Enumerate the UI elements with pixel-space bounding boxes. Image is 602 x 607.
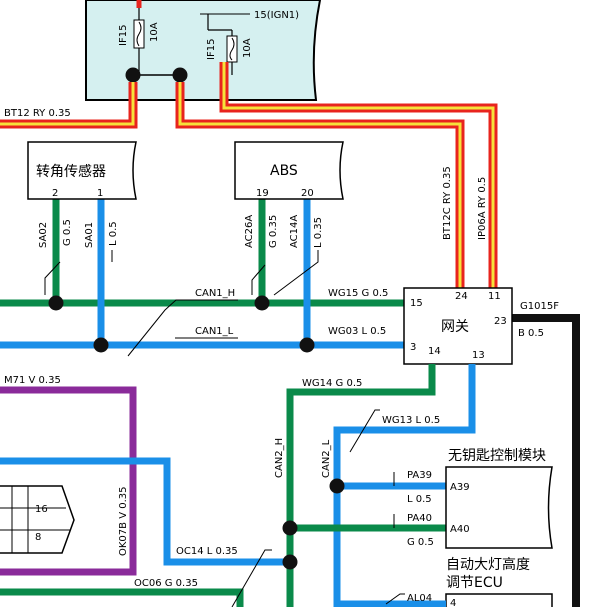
wire-label-can2h: CAN2_H [274,438,285,478]
fuse-splice-node-right [172,67,188,83]
headlamp-ecu-box [445,593,553,607]
wire-spec-ac14a: L 0.35 [313,217,324,248]
wire-label-sa01: SA01 [84,222,95,248]
keyless-pin-a40: A40 [450,524,470,535]
wire-label-oc06: OC06 G 0.35 [134,578,198,589]
steering-sensor-title: 转角传感器 [36,163,106,180]
ground-wire [512,314,580,607]
gateway-pin-15: 15 [410,298,423,309]
fuse1-name: IF15 [118,25,129,46]
fuse2-element [229,37,235,61]
gateway-pin-23: 23 [494,316,507,327]
wire-label-sa02: SA02 [38,222,49,248]
wire-label-oc14: OC14 L 0.35 [176,546,238,557]
gateway-box [403,287,513,365]
gateway-pin-11: 11 [488,291,501,302]
wire-label-bt12c: BT12C RY 0.35 [442,166,453,240]
steering-sensor-box [27,141,137,200]
wire-label-b05: B 0.5 [518,328,544,339]
gateway-pin-14: 14 [428,346,441,357]
splice-node [48,295,64,311]
wire-label-ac26a: AC26A [244,215,255,248]
wire-spec-pa40: G 0.5 [407,537,434,548]
wire-label-pa40: PA40 [407,513,432,524]
wire-label-ac14a: AC14A [289,215,300,248]
splice-node [254,295,270,311]
wire-spec-ac26a: G 0.35 [268,215,279,248]
can1-leader [127,299,238,357]
leader-line [349,409,380,453]
steering-pin-2: 2 [52,188,58,199]
wire-label-wg14: WG14 G 0.5 [302,378,362,389]
gateway-pin-13: 13 [472,350,485,361]
fuse1-element [136,21,142,47]
abs-pin-20: 20 [301,188,314,199]
wire-label-can1l: CAN1_L [195,326,234,337]
headlamp-ecu-title-line1: 自动大灯高度 [446,556,530,573]
splice-node [93,337,109,353]
abs-title: ABS [270,163,298,179]
blue-wire-oc14 [0,457,290,566]
fuse1-rating: 10A [149,22,160,42]
splice-node [299,337,315,353]
wire-label-can2l: CAN2_L [321,439,332,478]
headlamp-ecu-title-line2: 调节ECU [446,575,503,591]
power-wire-bt12c [175,82,465,288]
wire-spec-pa39: L 0.5 [407,494,432,505]
headlamp-can-wire [333,600,446,607]
wire-spec-sa02: G 0.5 [62,219,73,246]
fuse-splice-node-left [125,67,141,83]
can2-l-bus [333,364,476,607]
wire-label-wg13: WG13 L 0.5 [382,415,440,426]
can2-h-bus [286,364,436,607]
abs-pin-19: 19 [256,188,269,199]
fuse2-body [226,35,238,63]
wire-label-al04: AL04 [407,593,432,604]
headlamp-pin-4: 4 [450,598,456,607]
wire-spec-sa01: L 0.5 [108,221,119,246]
wire-label-wg15: WG15 G 0.5 [328,288,388,299]
keyless-module-box [445,466,553,549]
wire-label-m71: M71 V 0.35 [4,375,61,386]
leader-line [385,593,405,605]
fuse2-name: IF15 [206,39,217,60]
splice-node [282,554,298,570]
leader-line [273,250,319,296]
keyless-pin-a39: A39 [450,482,470,493]
gateway-pin-24: 24 [455,291,468,302]
wire-label-bt12: BT12 RY 0.35 [4,108,71,119]
splice-node [329,478,345,494]
ign-label: 15(IGN1) [254,10,299,21]
wire-label-g1015f: G1015F [520,301,559,312]
steering-pin-1: 1 [97,188,103,199]
wire-label-pa39: PA39 [407,470,432,481]
leader-line [251,264,266,295]
obd-pin-16: 16 [35,504,48,515]
fuse2-rating: 10A [242,38,253,58]
gateway-title: 网关 [441,319,469,335]
obd-connector [0,485,75,554]
power-wire-bt12 [0,82,138,129]
green-wire-oc06 [0,588,244,607]
power-wire-ip06a [219,62,498,288]
gateway-pin-3: 3 [410,342,416,353]
leader-line [44,261,61,295]
wire-label-ok07b: OK07B V 0.35 [118,487,129,556]
abs-box [234,141,344,200]
wire-label-wg03: WG03 L 0.5 [328,326,386,337]
wire-label-can1h: CAN1_H [195,288,235,299]
obd-pin-8: 8 [35,532,41,543]
keyless-module-title: 无钥匙控制模块 [448,448,546,464]
leader-line [231,549,272,607]
purple-wire-m71 [0,386,137,576]
wire-label-ip06a: IP06A RY 0.5 [477,177,488,240]
splice-node [282,520,298,536]
